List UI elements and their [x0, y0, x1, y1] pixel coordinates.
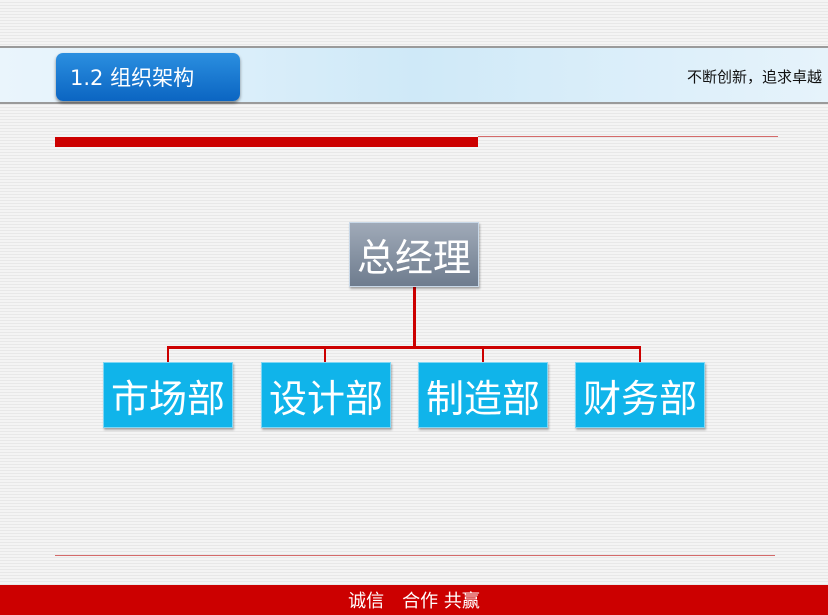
connector-drop — [167, 346, 169, 362]
footer-text: 诚信 合作 共赢 — [348, 591, 480, 612]
red-accent-bar — [55, 137, 478, 147]
org-node-design: 设计部 — [261, 362, 391, 428]
connector-drop — [324, 346, 326, 362]
divider-line — [478, 136, 778, 137]
footer-divider — [55, 555, 775, 556]
connector-drop — [639, 346, 641, 362]
section-title: 1.2 组织架构 — [56, 53, 240, 101]
connector-vertical — [413, 287, 416, 348]
slogan: 不断创新，追求卓越 — [686, 68, 822, 86]
connector-drop — [482, 346, 484, 362]
org-node-marketing: 市场部 — [103, 362, 233, 428]
org-node-finance: 财务部 — [575, 362, 705, 428]
org-node-general-manager: 总经理 — [349, 222, 479, 287]
connector-horizontal — [167, 346, 641, 349]
footer-band: 诚信 合作 共赢 — [0, 585, 828, 615]
org-node-manufacturing: 制造部 — [418, 362, 548, 428]
